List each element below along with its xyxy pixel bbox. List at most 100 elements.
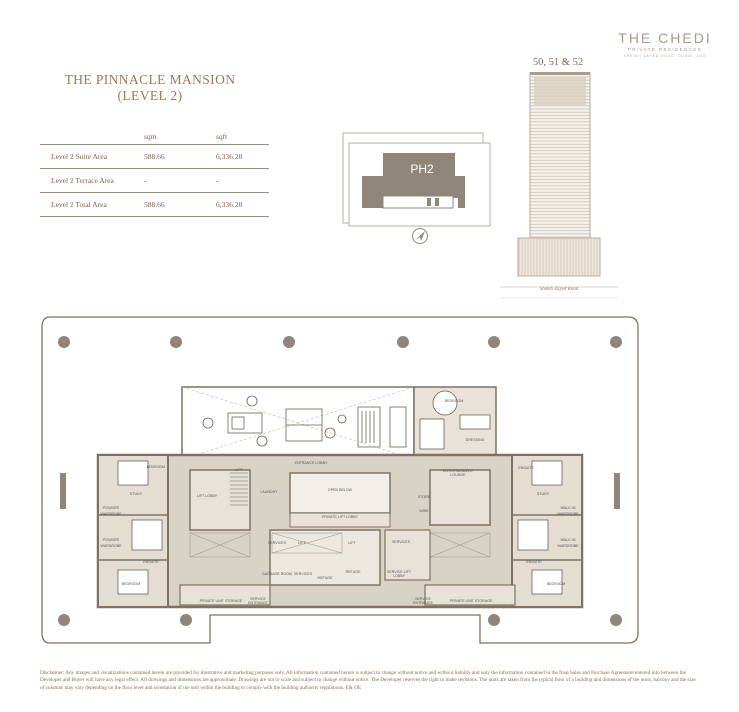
label-laundry: LAUNDRY bbox=[260, 490, 278, 494]
label-powder: POWDER bbox=[102, 538, 120, 542]
round-table bbox=[432, 390, 458, 416]
title-line-2: (LEVEL 2) bbox=[117, 88, 183, 103]
label-service-lift-lobby: SERVICE LIFT LOBBY bbox=[386, 570, 412, 579]
label-private-lift-lobby: PRIVATE LIFT LOBBY bbox=[321, 515, 359, 519]
disclaimer: Disclaimer: Any images and visualization… bbox=[40, 670, 696, 691]
column-dot bbox=[180, 614, 192, 626]
keyplan-core bbox=[382, 195, 454, 209]
label-entertainment-lounge: ENTERTAINMENT LOUNGE bbox=[442, 469, 474, 478]
bed bbox=[117, 569, 149, 595]
table-row: Level 2 Suite Area 588.66 6,336.28 bbox=[40, 145, 269, 169]
label-garbage-room: GARBAGE ROOM bbox=[262, 572, 292, 576]
slab-fin bbox=[60, 473, 66, 509]
row-label: Level 2 Total Area bbox=[51, 200, 107, 209]
row-label: Level 2 Suite Area bbox=[51, 152, 108, 161]
header-sqm: sqm bbox=[144, 132, 157, 141]
row-sqm: 588.66 bbox=[144, 152, 165, 161]
column-dot bbox=[488, 336, 500, 348]
page-title: THE PINNACLE MANSION (LEVEL 2) bbox=[40, 72, 260, 104]
stair-treads bbox=[230, 472, 248, 506]
row-sqm: - bbox=[144, 176, 147, 185]
label-bedroom: BEDROOM bbox=[146, 465, 166, 469]
column-dot bbox=[610, 336, 622, 348]
label-powder: POWDER bbox=[102, 506, 120, 510]
row-sqft: 6,336.28 bbox=[216, 200, 243, 209]
road-label: Sheikh Zayed Road bbox=[539, 287, 579, 292]
label-wardrobe: WARDROBE bbox=[100, 544, 122, 548]
compass-icon bbox=[412, 228, 428, 244]
label-private-unit-storage: PRIVATE UNIT STORAGE bbox=[199, 599, 243, 603]
label-wardrobe: WARDROBE bbox=[557, 544, 579, 548]
label-ensuite: ENSUITE bbox=[526, 560, 542, 564]
label-lift: LIFT bbox=[235, 468, 243, 472]
label-refuge: REFUGE bbox=[345, 570, 361, 574]
label-dressing: DRESSING bbox=[465, 438, 485, 442]
keyplan-core-mark bbox=[427, 198, 431, 206]
bed bbox=[531, 460, 563, 486]
label-store: STORE bbox=[417, 495, 431, 499]
label-bedroom: BEDROOM bbox=[444, 399, 464, 403]
column-dot bbox=[58, 614, 70, 626]
floor-plan bbox=[41, 316, 639, 644]
bathroom bbox=[517, 519, 549, 551]
tower-floors-label: 50, 51 & 52 bbox=[532, 57, 584, 68]
label-private-unit-storage: PRIVATE UNIT STORAGE bbox=[449, 599, 493, 603]
keyplan-core-mark bbox=[435, 198, 439, 206]
label-refuge: REFUGE bbox=[317, 576, 333, 580]
slab-fin bbox=[614, 473, 620, 509]
label-service-entrance: SERVICE ENTRANCE bbox=[248, 597, 268, 606]
area-table: sqm sqft Level 2 Suite Area 588.66 6,336… bbox=[40, 129, 269, 217]
void-furniture bbox=[202, 395, 407, 448]
title-line-1: THE PINNACLE MANSION bbox=[64, 72, 236, 87]
label-services: SERVICES bbox=[391, 540, 411, 544]
bathroom bbox=[131, 519, 163, 551]
ph2-shape bbox=[362, 153, 465, 208]
table-row: Level 2 Terrace Area - - bbox=[40, 169, 269, 193]
label-wardrobe: WARDROBE bbox=[557, 512, 579, 516]
services-core bbox=[269, 529, 381, 586]
bed bbox=[117, 460, 149, 486]
label-study: STUDY bbox=[129, 492, 143, 496]
label-services: SERVICES bbox=[267, 541, 287, 545]
bed bbox=[531, 569, 563, 595]
label-ensuite: ENSUITE bbox=[143, 560, 159, 564]
brand-subtitle: PRIVATE RESIDENCES bbox=[627, 47, 703, 52]
label-study: STUDY bbox=[536, 492, 550, 496]
penthouse-highlight bbox=[534, 77, 586, 105]
brand-location: SHEIKH ZAYED ROAD, DUBAI, UAE bbox=[623, 54, 707, 58]
entertainment-room bbox=[429, 469, 491, 526]
private-lift-lobby bbox=[289, 512, 391, 528]
label-lift: LIFT bbox=[348, 541, 356, 545]
open-below-area bbox=[289, 472, 391, 514]
storage-left bbox=[179, 584, 271, 606]
label-bedroom: BEDROOM bbox=[121, 582, 141, 586]
lift-lobby-room bbox=[189, 469, 251, 531]
label-wardrobe: WARDROBE bbox=[100, 512, 122, 516]
void-diagonal bbox=[181, 386, 415, 460]
label-service-entrance: SERVICE ENTRANCE bbox=[413, 597, 433, 606]
header-sqft: sqft bbox=[216, 132, 228, 141]
ph2-label: PH2 bbox=[410, 162, 434, 176]
brand-logo: THE CHEDI PRIVATE RESIDENCES SHEIKH ZAYE… bbox=[610, 30, 720, 58]
tower-podium bbox=[517, 237, 601, 277]
table-row: Level 2 Total Area 588.66 6,336.28 bbox=[40, 193, 269, 217]
label-lift: LIFT bbox=[298, 541, 306, 545]
label-open-below: OPEN BELOW bbox=[327, 488, 353, 492]
brand-name: THE CHEDI bbox=[618, 30, 712, 46]
label-wine: WINE bbox=[419, 509, 429, 513]
column-dot bbox=[488, 614, 500, 626]
column-dot bbox=[610, 614, 622, 626]
row-label: Level 2 Terrace Area bbox=[51, 176, 114, 185]
service-lift-lobby bbox=[384, 529, 431, 581]
label-walk-in: WALK-IN bbox=[560, 538, 576, 542]
row-sqm: 588.66 bbox=[144, 200, 165, 209]
label-lift-lobby: LIFT LOBBY bbox=[196, 494, 218, 498]
storage-right bbox=[424, 584, 516, 606]
column-dot bbox=[58, 336, 70, 348]
label-services: SERVICES bbox=[293, 572, 313, 576]
label-ensuite: ENSUITE bbox=[518, 466, 534, 470]
tower-crown bbox=[530, 72, 590, 75]
column-dot bbox=[283, 336, 295, 348]
column-dot bbox=[170, 336, 182, 348]
label-entrance-lobby: ENTRANCE LOBBY bbox=[294, 461, 328, 465]
